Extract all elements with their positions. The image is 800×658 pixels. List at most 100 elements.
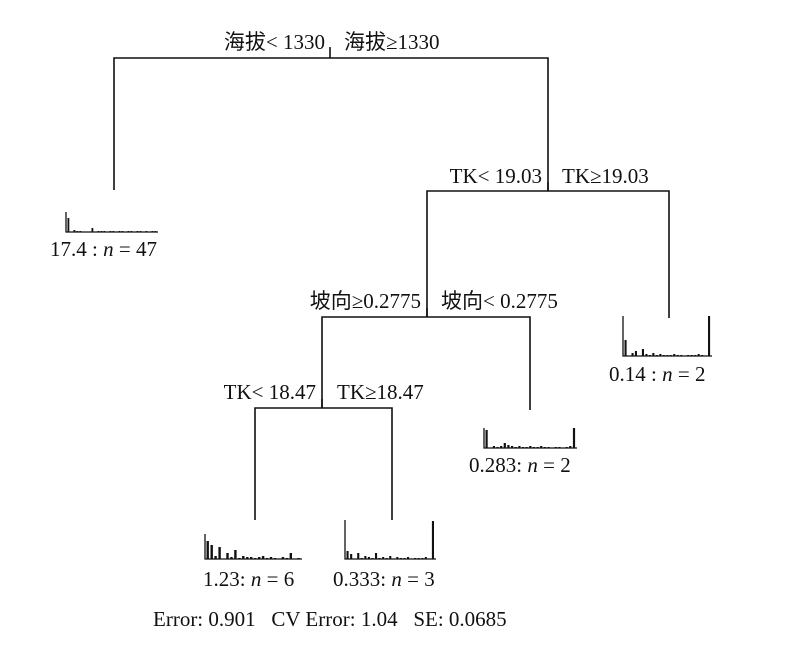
leaf-4-histogram-bar: [536, 447, 539, 448]
leaf-2-histogram-bar: [206, 541, 209, 559]
leaf-4-histogram-bar: [565, 447, 568, 448]
leaf-3-histogram-bar: [371, 558, 374, 559]
leaf-2-histogram-bar: [297, 558, 300, 559]
leaf-4-histogram-bar: [492, 446, 495, 448]
root-split-line: [113, 57, 549, 191]
leaf-5-histogram-bar: [634, 351, 637, 356]
tk2-split-line: [254, 407, 393, 520]
leaf-5-histogram-bar: [708, 316, 711, 356]
leaf-3-histogram: [344, 520, 436, 560]
leaf-1-histogram-bar: [97, 231, 100, 232]
leaf-3-histogram-bar: [407, 557, 410, 559]
leaf-1-histogram-bar: [79, 231, 82, 232]
leaf-3-histogram-bar: [378, 558, 381, 559]
leaf-1-histogram-bar: [130, 231, 133, 232]
leaf-3-histogram-bar: [424, 557, 427, 559]
leaf-4-histogram: [483, 428, 577, 449]
leaf-2-histogram-bar: [258, 557, 261, 559]
leaf-1-histogram-bar: [67, 218, 70, 232]
leaf-1-histogram-bar: [103, 231, 106, 232]
aspect-split-right-label: 坡向< 0.2775: [441, 289, 558, 313]
leaf-1-histogram-bar: [127, 231, 130, 232]
leaf-1-histogram-bar: [145, 231, 148, 232]
leaf-3-label: 0.333: n = 3: [333, 567, 435, 591]
leaf-5-histogram-bar: [648, 355, 651, 356]
leaf-histograms: [65, 212, 712, 560]
leaf-4-label: 0.283: n = 2: [469, 453, 571, 477]
leaf-4-histogram-bar: [525, 447, 528, 448]
leaf-1-histogram-bar: [151, 231, 154, 232]
leaf-2-histogram-bar: [218, 547, 221, 559]
leaf-5-histogram-bar: [655, 355, 658, 356]
leaf-2-histogram-bar: [230, 557, 233, 559]
leaf-5-histogram-bar: [641, 349, 644, 356]
leaf-5-histogram-bar: [687, 355, 690, 356]
leaf-5-histogram-bar: [690, 355, 693, 356]
leaf-2-histogram-bar: [289, 553, 292, 559]
leaf-3-histogram-bar: [382, 557, 385, 559]
leaf-3-histogram-bar: [421, 558, 424, 559]
leaf-3-histogram-bar: [399, 558, 402, 559]
leaf-4-histogram-bar: [532, 447, 535, 448]
leaf-2-histogram-bar: [254, 558, 257, 559]
leaf-3-histogram-bar: [385, 558, 388, 559]
leaf-4-histogram-bar: [558, 447, 561, 448]
leaf-5-histogram-bar: [631, 353, 634, 356]
leaf-5-histogram-axis: [622, 316, 712, 357]
leaf-1-histogram-bar: [91, 228, 94, 232]
leaf-4-histogram-bar: [554, 447, 557, 448]
tk2-split-right-label: TK≥18.47: [337, 380, 424, 404]
leaf-1-histogram: [65, 212, 158, 233]
leaf-1-histogram-bar: [136, 231, 139, 232]
leaf-2-histogram-bar: [281, 557, 285, 559]
leaf-3-histogram-axis: [344, 520, 436, 560]
leaf-5-histogram-bar: [676, 355, 679, 356]
leaf-3-histogram-bar: [389, 556, 392, 559]
leaf-5-histogram-bar: [669, 355, 672, 356]
leaf-2-histogram-bar: [246, 557, 249, 559]
leaf-1-histogram-bar: [73, 230, 76, 232]
leaf-1-histogram-bar: [139, 231, 142, 232]
leaf-3-histogram-bar: [414, 558, 417, 559]
root-split-left-label: 海拔< 1330: [224, 30, 325, 54]
leaf-4-histogram-bar: [500, 446, 503, 448]
leaf-1-label: 17.4 : n = 47: [50, 237, 157, 261]
leaf-3-histogram-bar: [367, 557, 370, 559]
leaf-5-histogram-bar: [680, 355, 683, 356]
tk1-split-right-label: TK≥19.03: [562, 164, 649, 188]
leaf-5-histogram-bar: [673, 354, 676, 356]
leaf-1-histogram-bar: [154, 231, 157, 232]
leaf-2-histogram-bar: [242, 556, 245, 559]
leaf-2-histogram-bar: [226, 553, 229, 559]
leaf-4-histogram-bar: [540, 446, 543, 448]
leaf-2-label: 1.23: n = 6: [203, 567, 294, 591]
leaf-2-histogram-bar: [285, 558, 289, 559]
leaf-1-histogram-bar: [76, 231, 79, 232]
leaf-4-histogram-bar: [507, 445, 510, 448]
leaf-4-histogram-bar: [543, 447, 546, 448]
leaf-3-histogram-bar: [417, 558, 420, 559]
leaf-1-histogram-bar: [121, 231, 124, 232]
leaf-1-histogram-bar: [118, 231, 121, 232]
leaf-2-histogram-axis: [204, 534, 302, 560]
leaf-2-histogram-bar: [265, 558, 269, 559]
leaf-3-histogram-bar: [431, 521, 434, 559]
leaf-3-histogram-bar: [396, 557, 399, 559]
leaf-2-histogram-bar: [250, 557, 253, 559]
leaf-5-histogram: [622, 316, 712, 357]
leaf-2-histogram-bar: [210, 545, 213, 559]
leaf-3-histogram-bar: [357, 553, 360, 559]
leaf-2-histogram-bar: [269, 557, 273, 559]
leaf-1-histogram-bar: [112, 231, 115, 232]
leaf-5-histogram-bar: [662, 355, 665, 356]
leaf-1-histogram-bar: [109, 231, 112, 232]
leaf-2-histogram-bar: [273, 558, 277, 559]
leaf-3-histogram-bar: [403, 558, 406, 559]
aspect-split-left-label: 坡向≥0.2775: [310, 289, 421, 313]
leaf-3-histogram-bar: [346, 551, 349, 559]
leaf-4-histogram-axis: [483, 428, 577, 449]
leaf-4-histogram-bar: [518, 446, 521, 448]
leaf-3-histogram-bar: [360, 558, 363, 559]
leaf-4-histogram-bar: [521, 447, 525, 448]
